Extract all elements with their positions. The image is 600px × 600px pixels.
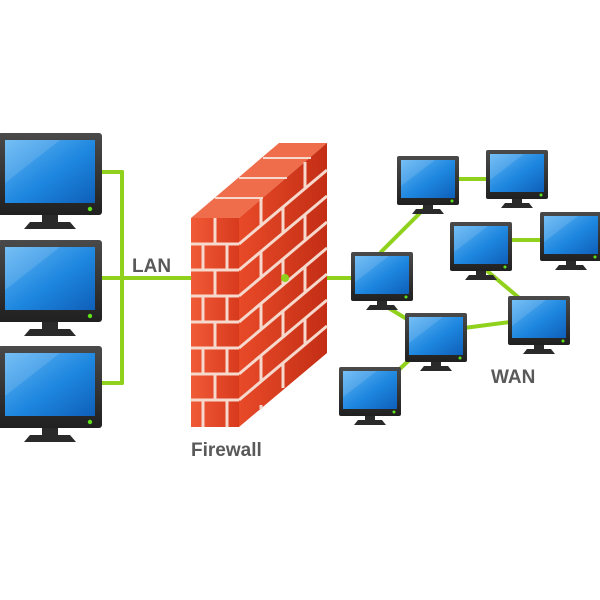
firewall-label: Firewall [191,440,262,461]
lan-computer-2 [0,240,102,336]
wan-computer-2 [486,150,548,208]
lan-computer-3 [0,346,102,442]
wan-computer-3 [450,222,512,280]
firewall-side-mortar [238,162,328,409]
wan-computer-5 [405,313,467,371]
firewall-top-mortar [215,157,311,199]
firewall-port [281,274,289,282]
wan-computer-7 [339,367,401,425]
firewall-top-face [191,143,327,218]
firewall-front-mortar [191,218,239,427]
wan-computer-4 [540,212,600,270]
lan-label: LAN [132,256,172,277]
wan-label: WAN [491,367,536,388]
lan-links [98,170,198,385]
wan-computer-router [351,252,413,310]
lan-computer-1 [0,133,102,229]
firewall-wall [191,143,328,427]
wan-computer-1 [397,156,459,214]
wan-computer-6 [508,296,570,354]
